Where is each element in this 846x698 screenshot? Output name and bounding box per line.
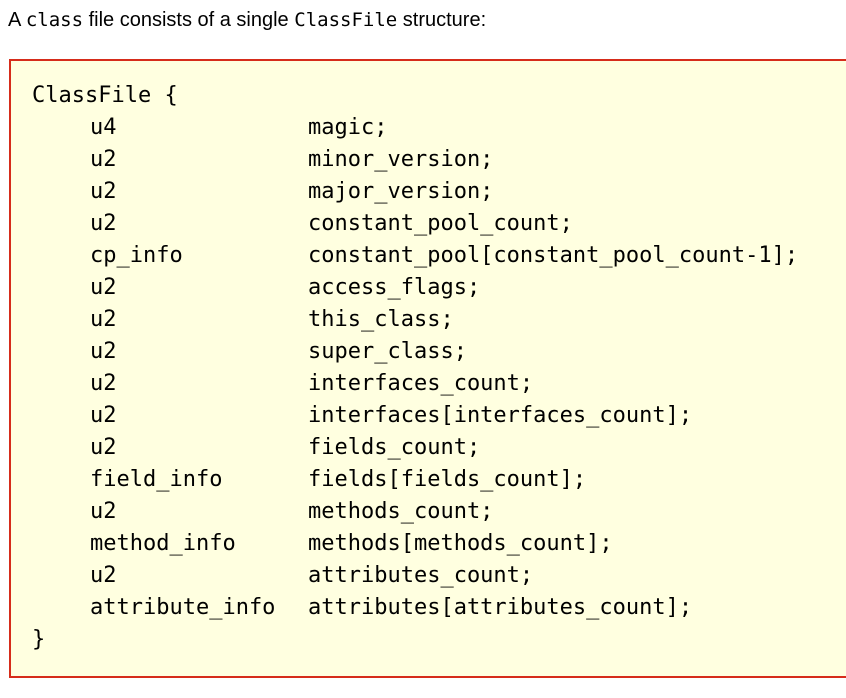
field-name: constant_pool_count; — [308, 211, 573, 236]
field-type: u2 — [90, 371, 117, 396]
struct-field: u2 this_class; — [90, 304, 454, 336]
struct-field: u2 access_flags; — [90, 272, 480, 304]
struct-field: attribute_info attributes[attributes_coun… — [90, 592, 692, 624]
field-name: interfaces_count; — [308, 371, 534, 396]
field-type: u2 — [90, 147, 117, 172]
field-type: u2 — [90, 339, 117, 364]
struct-field: cp_info constant_pool[constant_pool_count… — [90, 240, 798, 272]
struct-field: u2 interfaces_count; — [90, 368, 533, 400]
field-name: interfaces[interfaces_count]; — [308, 403, 693, 428]
field-type: attribute_info — [90, 595, 276, 620]
field-type: u2 — [90, 563, 117, 588]
field-name: fields_count; — [308, 435, 481, 460]
struct-field: u2 methods_count; — [90, 496, 493, 528]
field-type: field_info — [90, 467, 223, 492]
struct-close: } — [32, 627, 46, 652]
intro-sentence: A class file consists of a single ClassF… — [8, 5, 486, 35]
field-name: magic; — [308, 115, 388, 140]
field-name: methods[methods_count]; — [308, 531, 613, 556]
field-type: u2 — [90, 275, 117, 300]
field-name: attributes[attributes_count]; — [308, 595, 693, 620]
field-name: fields[fields_count]; — [308, 467, 587, 492]
field-type: u2 — [90, 307, 117, 332]
intro-middle: file consists of a single — [88, 9, 289, 31]
field-type: u2 — [90, 435, 117, 460]
struct-field: u4 magic; — [90, 112, 387, 144]
struct-field: u2 constant_pool_count; — [90, 208, 573, 240]
field-name: constant_pool[constant_pool_count-1]; — [308, 243, 799, 268]
field-type: u4 — [90, 115, 117, 140]
struct-field: u2 super_class; — [90, 336, 467, 368]
field-name: minor_version; — [308, 147, 494, 172]
field-name: attributes_count; — [308, 563, 534, 588]
intro-suffix: structure: — [402, 9, 487, 31]
intro-code-classfile: ClassFile — [294, 9, 398, 31]
field-type: method_info — [90, 531, 236, 556]
field-type: u2 — [90, 179, 117, 204]
struct-field: u2 interfaces[interfaces_count]; — [90, 400, 692, 432]
struct-field: u2 major_version; — [90, 176, 493, 208]
field-name: this_class; — [308, 307, 454, 332]
struct-field: u2 fields_count; — [90, 432, 480, 464]
field-name: methods_count; — [308, 499, 494, 524]
intro-prefix: A — [8, 9, 21, 31]
struct-field: method_info methods[methods_count]; — [90, 528, 613, 560]
struct-field: field_info fields[fields_count]; — [90, 464, 586, 496]
struct-field: u2 minor_version; — [90, 144, 493, 176]
field-type: u2 — [90, 403, 117, 428]
struct-open: ClassFile { — [32, 83, 178, 108]
field-type: cp_info — [90, 243, 183, 268]
struct-field: u2 attributes_count; — [90, 560, 533, 592]
field-type: u2 — [90, 211, 117, 236]
code-block: ClassFile { u4 magic; u2 minor_version; u2… — [9, 59, 846, 678]
field-name: super_class; — [308, 339, 467, 364]
intro-code-class: class — [25, 9, 84, 31]
field-name: major_version; — [308, 179, 494, 204]
field-name: access_flags; — [308, 275, 481, 300]
field-type: u2 — [90, 499, 117, 524]
